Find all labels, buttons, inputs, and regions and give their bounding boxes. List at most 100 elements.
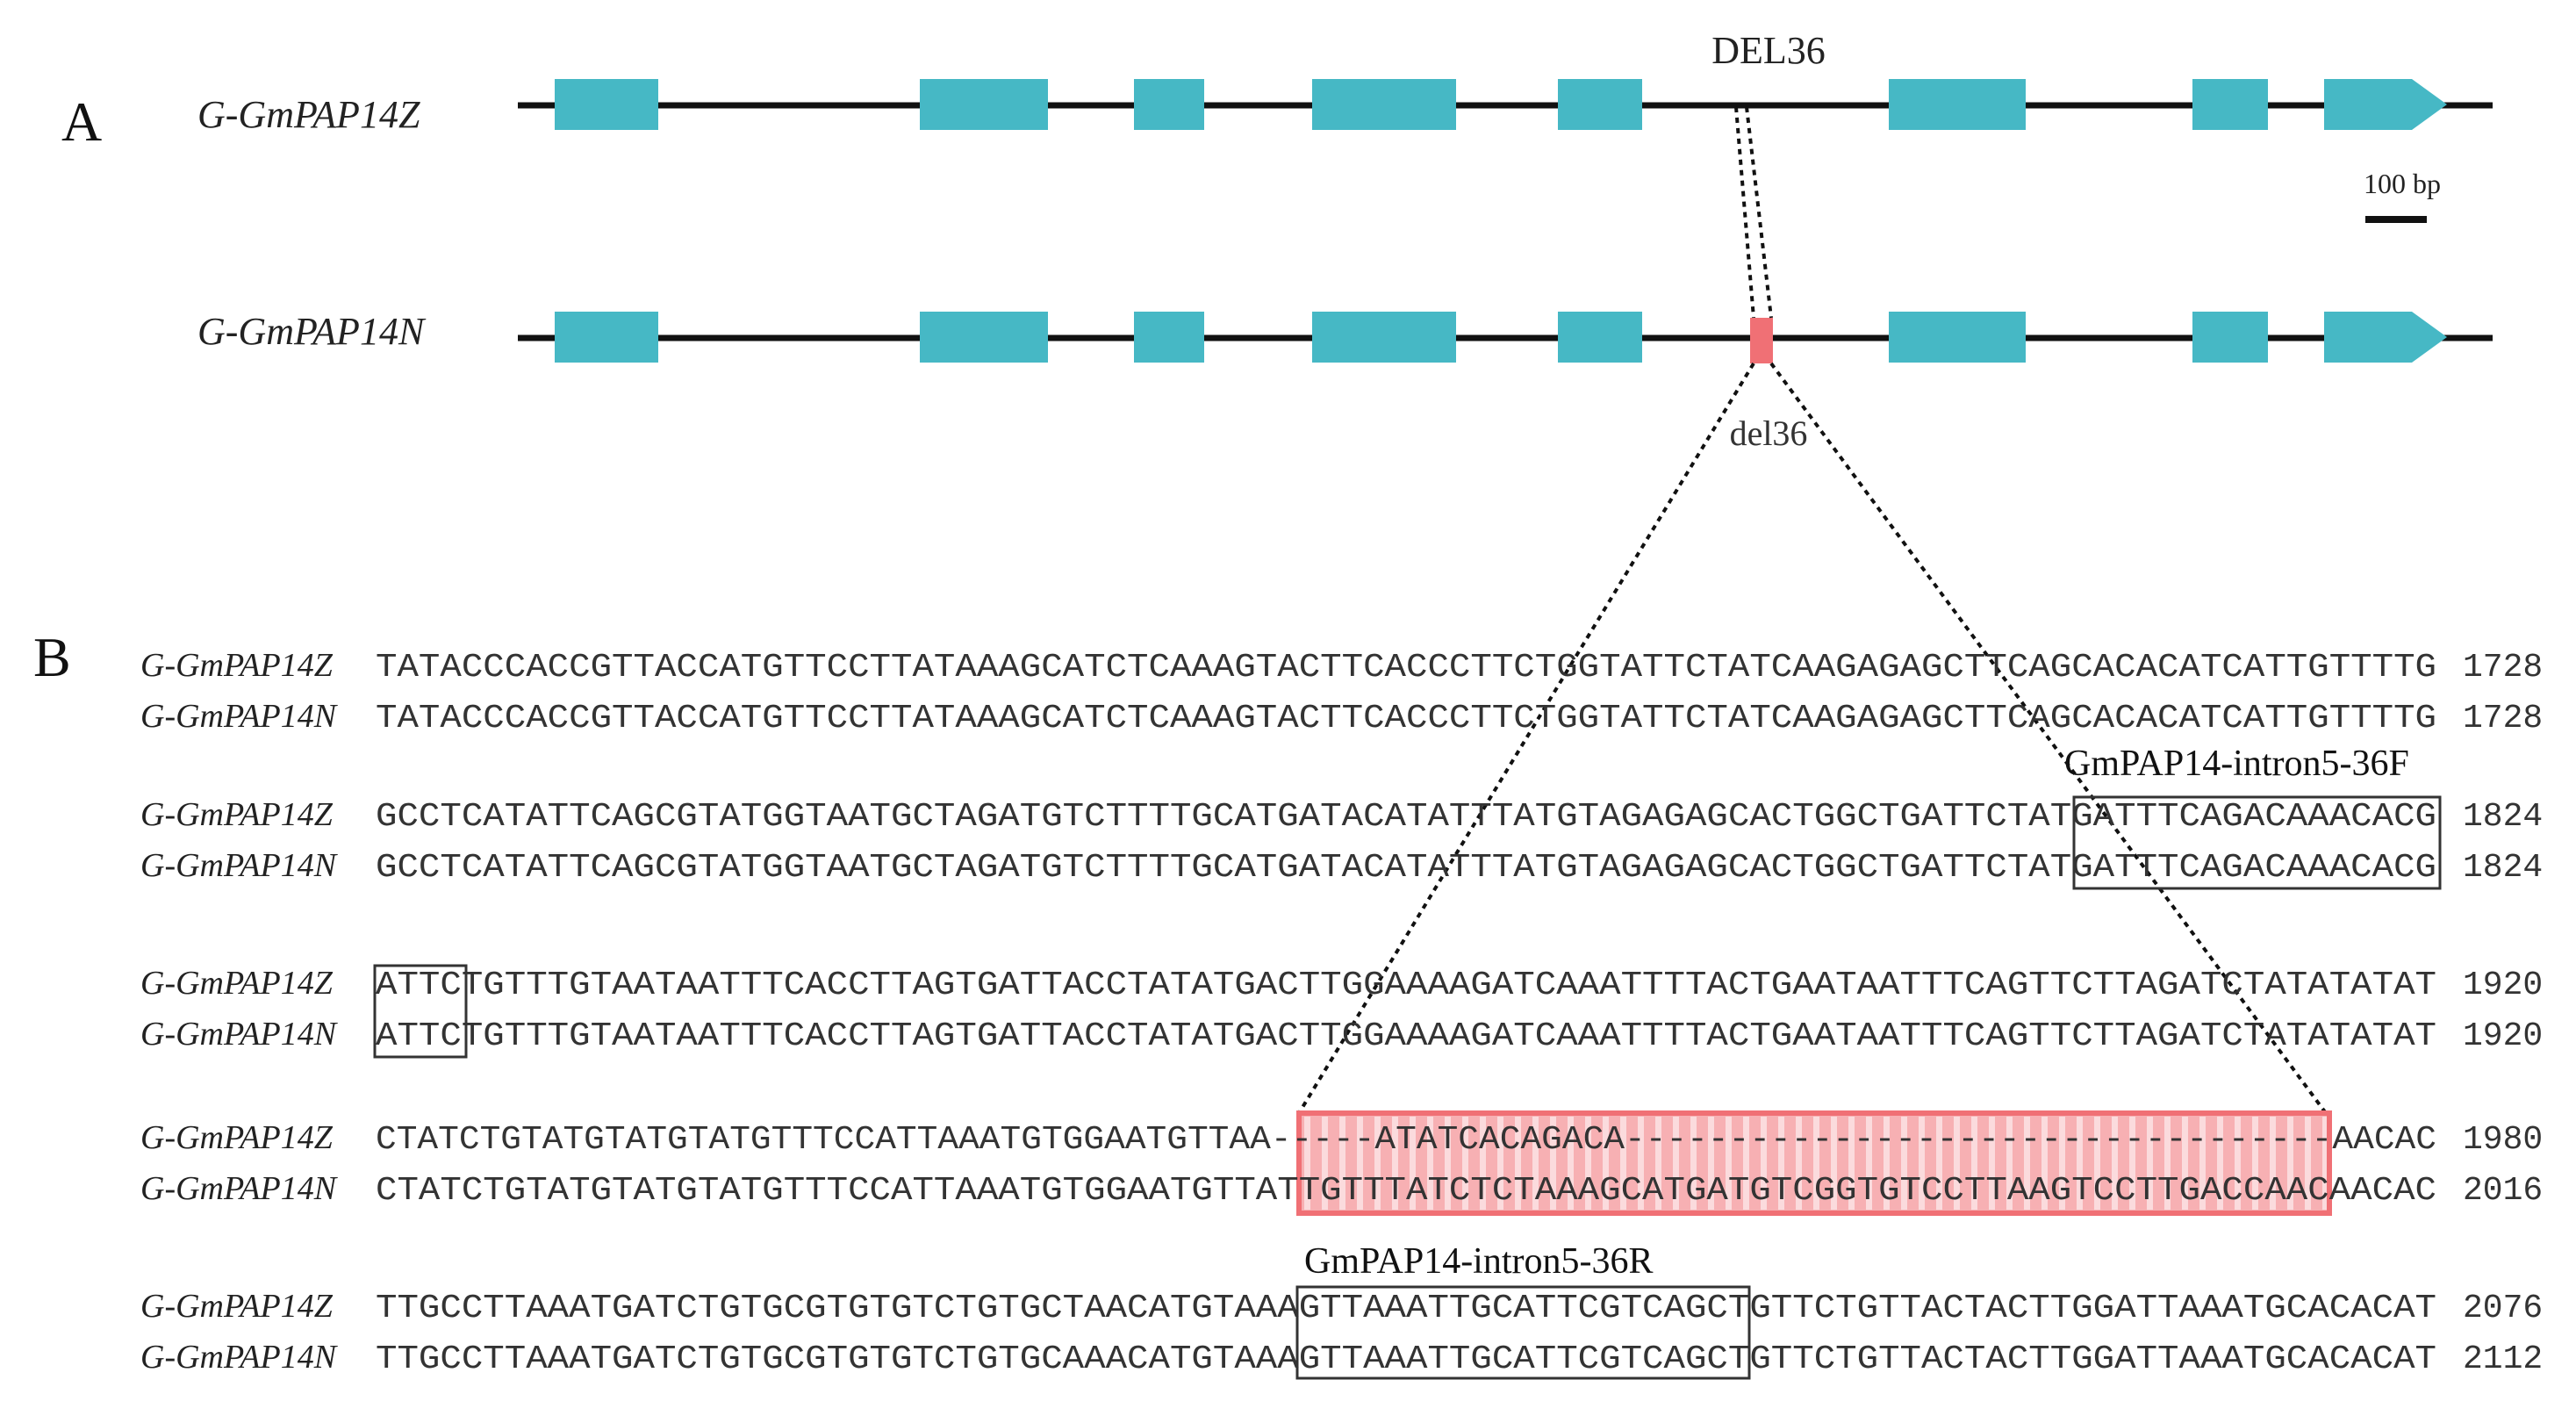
seq-name: G-GmPAP14Z xyxy=(140,1119,334,1156)
sequence-n: CTATCTGTATGTATGTATGTTTCCATTAAATGTGGAATGT… xyxy=(376,1172,2436,1210)
highlight-stripe xyxy=(1778,1117,1784,1210)
highlight-stripe xyxy=(1374,1117,1381,1210)
highlight-stripe xyxy=(1603,1117,1609,1210)
exon-7 xyxy=(2192,312,2268,363)
highlight-stripe xyxy=(2041,1117,2048,1210)
highlight-stripe xyxy=(1813,1117,1819,1210)
highlight-stripe xyxy=(1901,1117,1907,1210)
panel-b-label: B xyxy=(33,626,71,688)
highlight-stripe xyxy=(2094,1117,2100,1210)
exon-3 xyxy=(1134,79,1204,130)
exon-8-arrow xyxy=(2324,79,2447,130)
highlight-stripe xyxy=(1884,1117,1890,1210)
position-number: 2112 xyxy=(2463,1340,2543,1378)
position-number: 1728 xyxy=(2463,649,2543,686)
highlight-stripe xyxy=(1638,1117,1644,1210)
highlight-stripe xyxy=(1708,1117,1714,1210)
exon-1 xyxy=(555,312,658,363)
seq-name: G-GmPAP14N xyxy=(140,1016,339,1053)
highlight-stripe xyxy=(1620,1117,1626,1210)
sequence-z: TATACCCACCGTTACCATGTTCCTTATAAAGCATCTCAAA… xyxy=(376,649,2436,686)
alignment-block-5: G-GmPAP14Z TTGCCTTAAATGATCTGTGCGTGTGTCTG… xyxy=(140,1288,2543,1378)
seq-name: G-GmPAP14Z xyxy=(140,647,334,684)
highlight-stripe xyxy=(2147,1117,2153,1210)
primer-boxes xyxy=(373,795,2442,1380)
highlight-stripe xyxy=(1936,1117,1942,1210)
sequence-n: GCCTCATATTCAGCGTATGGTAATGCTAGATGTCTTTTGC… xyxy=(376,849,2436,887)
highlight-stripe xyxy=(2287,1117,2293,1210)
primer-r-label: GmPAP14-intron5-36R xyxy=(1304,1241,1654,1282)
highlight-stripe xyxy=(2059,1117,2065,1210)
highlight-stripe xyxy=(2112,1117,2118,1210)
deletion-highlight-border xyxy=(1296,1110,2332,1216)
sequence-z: TTGCCTTAAATGATCTGTGCGTGTGTCTGTGCTAACATGT… xyxy=(376,1290,2436,1327)
scale-bar-label: 100 bp xyxy=(2364,168,2441,199)
connector-bottom-right xyxy=(1769,362,2328,1115)
highlight-stripe xyxy=(1831,1117,1837,1210)
highlight-stripe xyxy=(1392,1117,1398,1210)
exon-4 xyxy=(1312,79,1456,130)
highlight-stripe xyxy=(1743,1117,1749,1210)
gene-z-label: G-GmPAP14Z xyxy=(197,93,420,136)
highlight-stripe xyxy=(1954,1117,1960,1210)
exon-6 xyxy=(1889,312,2026,363)
highlight-stripe xyxy=(1971,1117,1977,1210)
highlight-stripe xyxy=(2182,1117,2188,1210)
gene-model-n: G-GmPAP14N xyxy=(197,310,2493,363)
position-number: 1980 xyxy=(2463,1121,2543,1159)
highlight-stripe xyxy=(2305,1117,2311,1210)
exon-2 xyxy=(920,79,1048,130)
primer-r-box xyxy=(1295,1285,1751,1380)
exon-8-arrow xyxy=(2324,312,2447,363)
highlight-stripe xyxy=(1568,1117,1574,1210)
seq-name: G-GmPAP14Z xyxy=(140,1288,334,1325)
deletion-highlight xyxy=(1296,1110,2332,1216)
highlight-stripe xyxy=(1673,1117,1679,1210)
sequence-n: TATACCCACCGTTACCATGTTCCTTATAAAGCATCTCAAA… xyxy=(376,700,2436,737)
highlight-stripe xyxy=(2006,1117,2013,1210)
highlight-stripe xyxy=(2164,1117,2171,1210)
highlight-stripe xyxy=(2129,1117,2135,1210)
highlight-stripe xyxy=(1427,1117,1433,1210)
highlight-stripe xyxy=(1532,1117,1539,1210)
exon-2 xyxy=(920,312,1048,363)
seq-name: G-GmPAP14Z xyxy=(140,965,334,1002)
position-number: 2016 xyxy=(2463,1172,2543,1210)
highlight-stripe xyxy=(1497,1117,1503,1210)
highlight-stripe xyxy=(1550,1117,1556,1210)
highlight-stripe xyxy=(2270,1117,2276,1210)
position-number: 1824 xyxy=(2463,798,2543,836)
seq-name: G-GmPAP14N xyxy=(140,1170,339,1207)
highlight-stripe xyxy=(1445,1117,1451,1210)
highlight-stripe xyxy=(2252,1117,2258,1210)
highlight-stripe xyxy=(1796,1117,1802,1210)
highlight-stripe xyxy=(2199,1117,2206,1210)
highlight-stripe xyxy=(1339,1117,1345,1210)
gene-model-z: G-GmPAP14Z xyxy=(197,79,2493,136)
position-number: 2076 xyxy=(2463,1290,2543,1327)
highlight-stripe xyxy=(1848,1117,1855,1210)
position-number: 1920 xyxy=(2463,967,2543,1004)
highlight-stripe xyxy=(1480,1117,1486,1210)
sequence-z: CTATCTGTATGTATGTATGTTTCCATTAAATGTGGAATGT… xyxy=(376,1121,2436,1159)
connector-bottom-left xyxy=(1297,362,1755,1115)
connector-top-left xyxy=(1734,106,1755,319)
highlight-stripe xyxy=(1357,1117,1363,1210)
position-number: 1824 xyxy=(2463,849,2543,887)
highlight-stripe xyxy=(1761,1117,1767,1210)
gene-n-label: G-GmPAP14N xyxy=(197,310,427,353)
exon-6 xyxy=(1889,79,2026,130)
highlight-stripe xyxy=(2077,1117,2083,1210)
highlight-stripe xyxy=(1410,1117,1416,1210)
seq-name: G-GmPAP14N xyxy=(140,1339,339,1376)
del36-block xyxy=(1750,318,1773,363)
primer-f-box-continued xyxy=(373,964,468,1059)
highlight-stripe xyxy=(1585,1117,1591,1210)
seq-name: G-GmPAP14Z xyxy=(140,796,334,833)
position-number: 1920 xyxy=(2463,1017,2543,1055)
alignment-block-4: G-GmPAP14Z CTATCTGTATGTATGTATGTTTCCATTAA… xyxy=(140,1119,2543,1210)
highlight-stripe xyxy=(2024,1117,2030,1210)
seq-name: G-GmPAP14N xyxy=(140,847,339,884)
primer-f-box xyxy=(2072,795,2442,890)
